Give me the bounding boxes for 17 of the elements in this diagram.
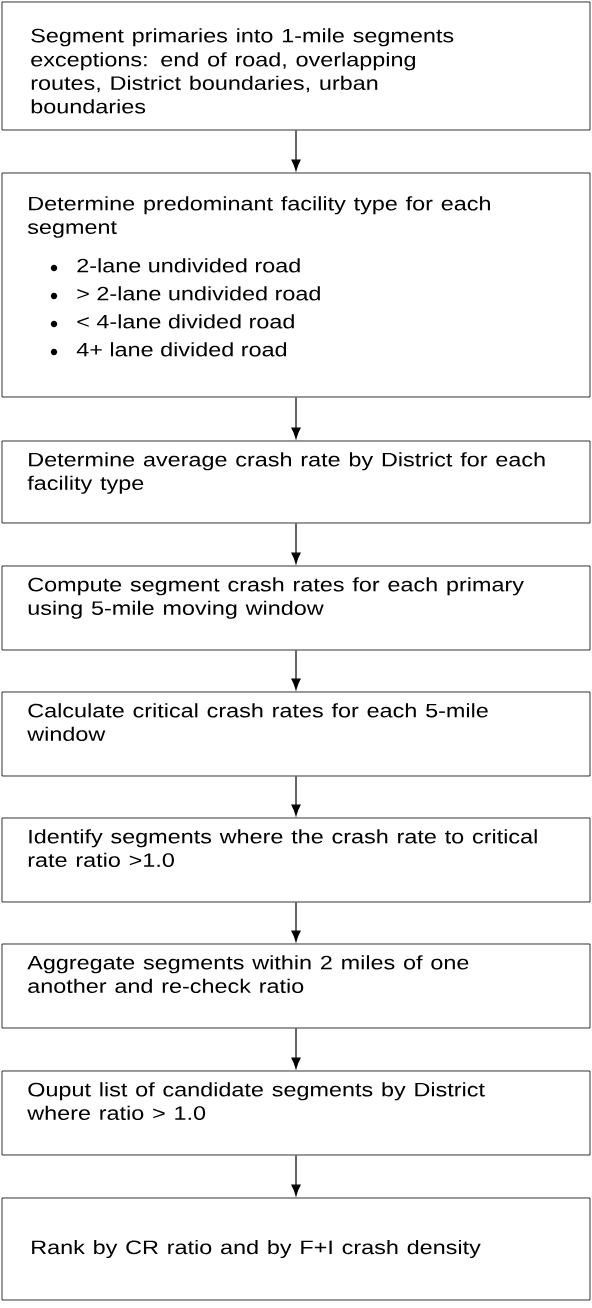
process-box: Rank by CR ratio and by F+I crash density xyxy=(1,1197,591,1301)
arrow xyxy=(291,1154,301,1196)
arrow xyxy=(291,775,301,816)
arrow xyxy=(291,129,301,171)
process-box: Ouput list of candidate segments by District where ratio > 1.0 xyxy=(1,1070,591,1156)
process-box: Determine predominant facility type for each segment 2-lane undivided road > 2-lane undivided road < 4-lane divided road 4+ lane divided road xyxy=(1,172,591,398)
arrow xyxy=(291,522,301,564)
process-box: Segment primaries into 1-mile segments exceptions: end of road, overlapping routes, District boundaries, urban boundaries xyxy=(1,1,591,131)
process-box: Aggregate segments within 2 miles of one another and re-check ratio xyxy=(1,943,591,1029)
arrow xyxy=(291,396,301,439)
process-box: Compute segment crash rates for each primary using 5-mile moving window xyxy=(1,565,591,651)
arrow xyxy=(291,901,301,942)
arrow xyxy=(291,649,301,690)
process-box: Calculate critical crash rates for each 5-mile window xyxy=(1,691,591,777)
arrow xyxy=(291,1027,301,1069)
process-box: Determine average crash rate by District for each facility type xyxy=(1,440,591,524)
process-box: Identify segments where the crash rate to critical rate ratio >1.0 xyxy=(1,817,591,903)
